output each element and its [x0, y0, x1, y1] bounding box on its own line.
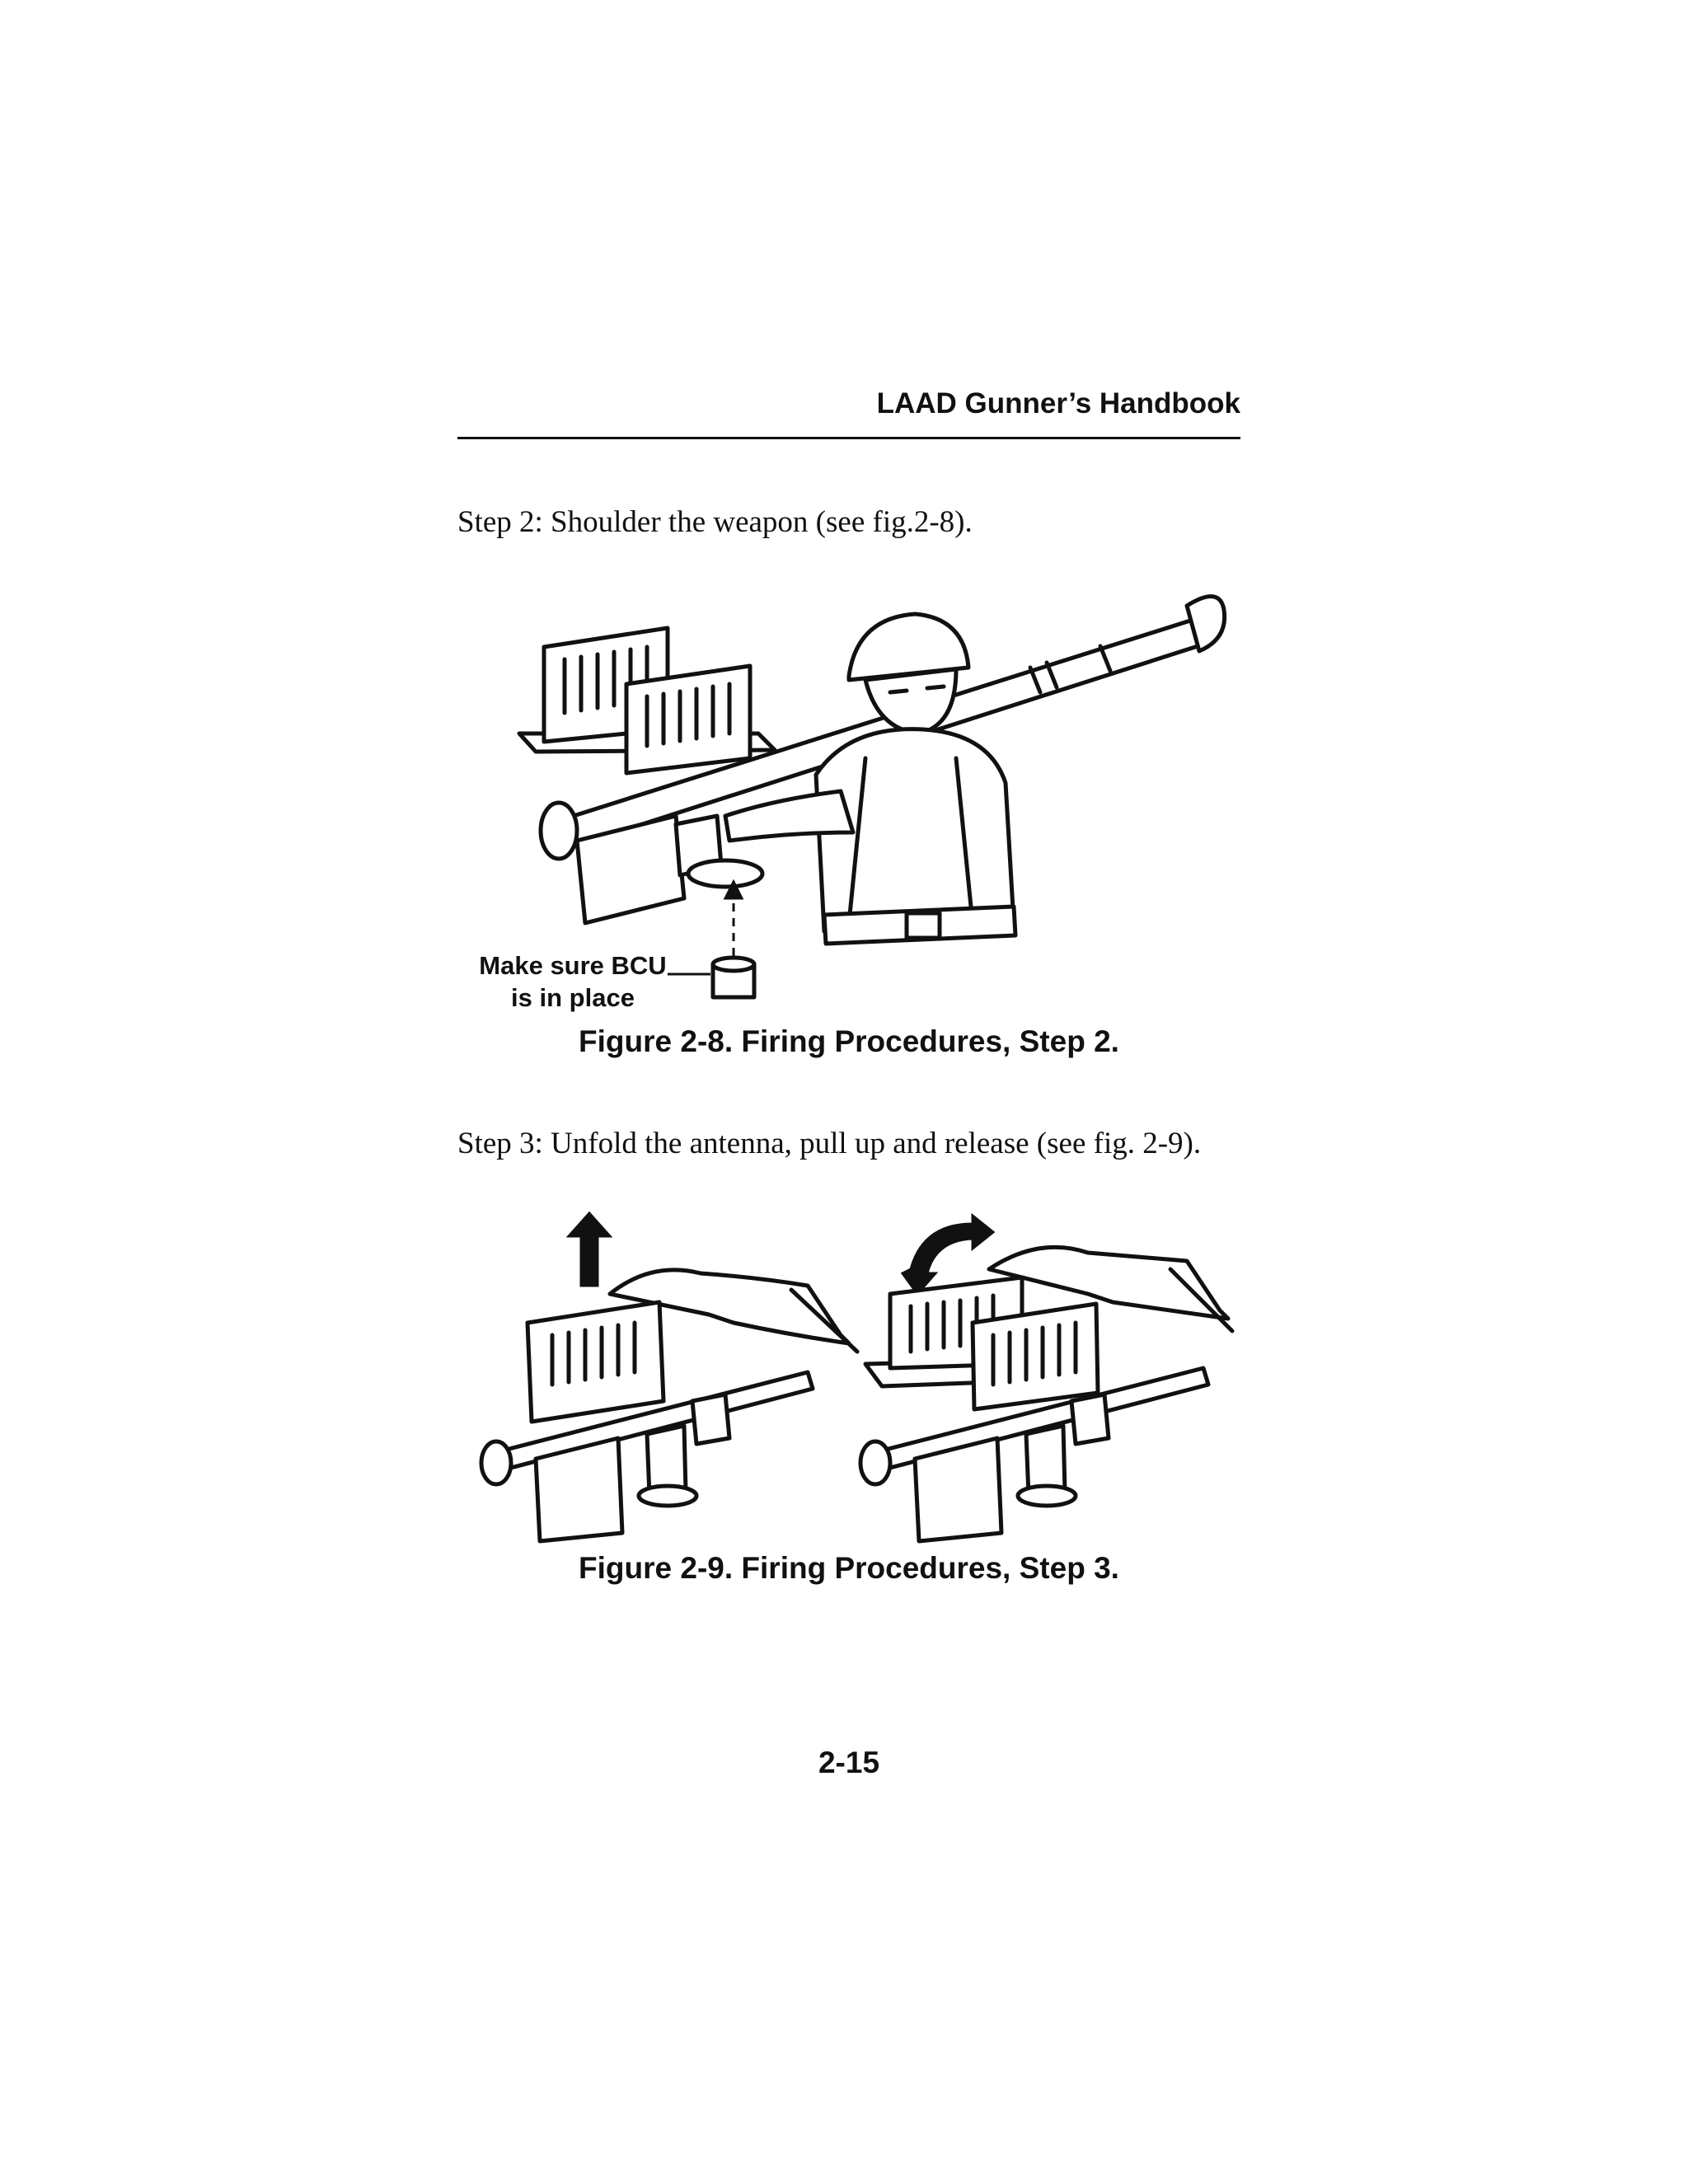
antenna-panel-unfolded-front: [970, 1301, 1100, 1412]
antenna-panel-raised: [525, 1300, 666, 1424]
curved-arrow-icon: [900, 1212, 996, 1296]
figure-2-9-caption: Figure 2-9. Firing Procedures, Step 3.: [579, 1551, 1119, 1585]
bcu-callout: Make sure BCU is in place: [474, 949, 672, 1014]
step-2-text: Step 2: Shoulder the weapon (see fig.2-8…: [457, 505, 973, 539]
running-head: LAAD Gunner’s Handbook: [876, 387, 1240, 419]
figure-2-9-right-panel: [858, 1212, 1235, 1544]
step-3-text: Step 3: Unfold the antenna, pull up and …: [457, 1127, 1202, 1160]
hand-right: [987, 1244, 1231, 1321]
header-rule: [457, 437, 1240, 439]
soldier-torso: [814, 727, 1016, 934]
figure-2-9-illustration: [479, 1211, 1235, 1544]
figure-2-8-illustration: [517, 594, 1227, 1000]
bcu-callout-line1: Make sure BCU: [479, 951, 667, 980]
figure-2-9-left-panel: [479, 1211, 860, 1544]
gripstock: [574, 813, 687, 926]
helmet: [846, 612, 971, 682]
antenna-panel-front: [624, 663, 753, 776]
hand-left: [607, 1268, 851, 1346]
up-arrow-icon: [565, 1211, 613, 1287]
bcu-callout-line2: is in place: [511, 983, 635, 1012]
page-number: 2-15: [818, 1746, 880, 1779]
front-cap: [538, 800, 579, 861]
figure-2-8-caption: Figure 2-8. Firing Procedures, Step 2.: [579, 1024, 1119, 1058]
soldier-arm: [723, 789, 856, 843]
eyepiece: [1184, 594, 1227, 654]
